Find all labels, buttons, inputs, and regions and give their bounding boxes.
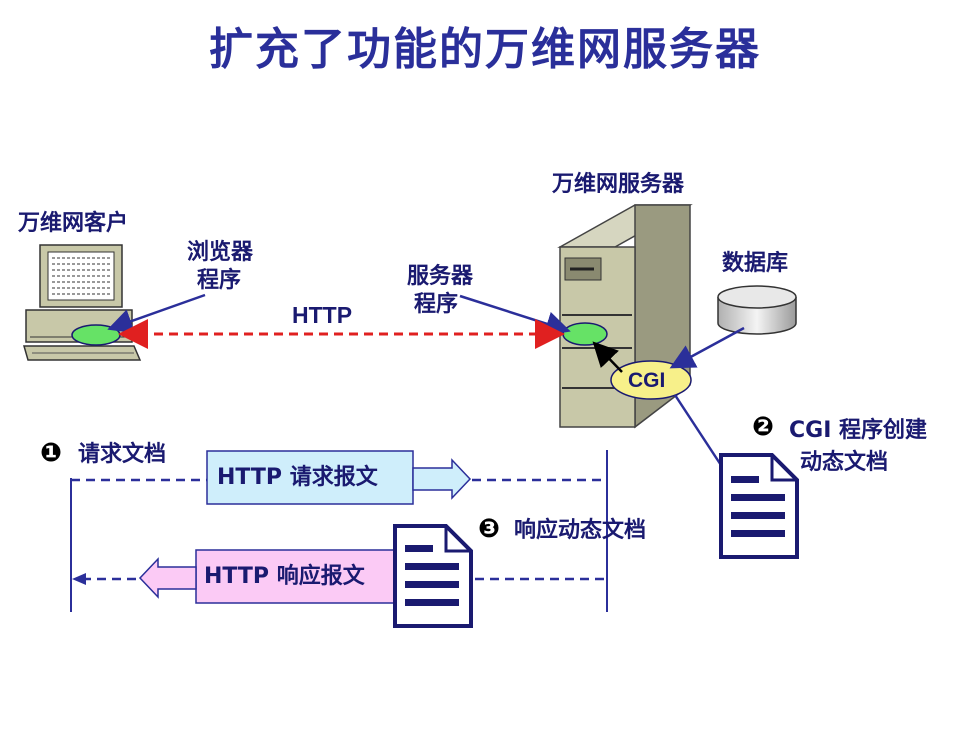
created-document-icon <box>719 453 799 559</box>
step1-text: 请求文档 <box>78 442 167 467</box>
request-block-arrow <box>412 458 472 500</box>
db-to-cgi-arrow <box>669 326 745 369</box>
server-label: 万维网服务器 <box>552 172 685 197</box>
http-label: HTTP <box>292 302 353 328</box>
step1-number: ❶ <box>40 438 63 468</box>
server-program-label-line1: 服务器 <box>407 264 474 289</box>
response-document-icon <box>393 524 473 628</box>
browser-label-line1: 浏览器 <box>187 240 254 265</box>
server-program-pointer <box>459 294 571 336</box>
cgi-to-program-arrow <box>592 341 623 373</box>
client-label: 万维网客户 <box>18 211 129 236</box>
response-message-label: HTTP 响应报文 <box>204 564 365 589</box>
cgi-ellipse <box>610 360 692 400</box>
step3-text: 响应动态文档 <box>514 518 647 543</box>
step2-text-line2: 动态文档 <box>800 450 889 475</box>
database-cylinder <box>717 285 797 335</box>
response-arrowhead <box>72 573 86 585</box>
cgi-label: CGI <box>628 369 666 392</box>
response-box <box>195 549 401 604</box>
request-box <box>206 450 414 505</box>
step2-number: ❷ <box>752 412 775 442</box>
step2-text-line1: CGI 程序创建 <box>789 418 928 443</box>
server-program-label-line2: 程序 <box>414 292 459 317</box>
response-block-arrow <box>138 557 197 599</box>
step3-number: ❸ <box>478 514 501 544</box>
page-title: 扩充了功能的万维网服务器 <box>209 24 761 75</box>
request-message-label: HTTP 请求报文 <box>217 465 378 490</box>
client-computer <box>23 244 142 361</box>
database-label: 数据库 <box>722 251 789 276</box>
browser-label-line2: 程序 <box>197 268 242 293</box>
